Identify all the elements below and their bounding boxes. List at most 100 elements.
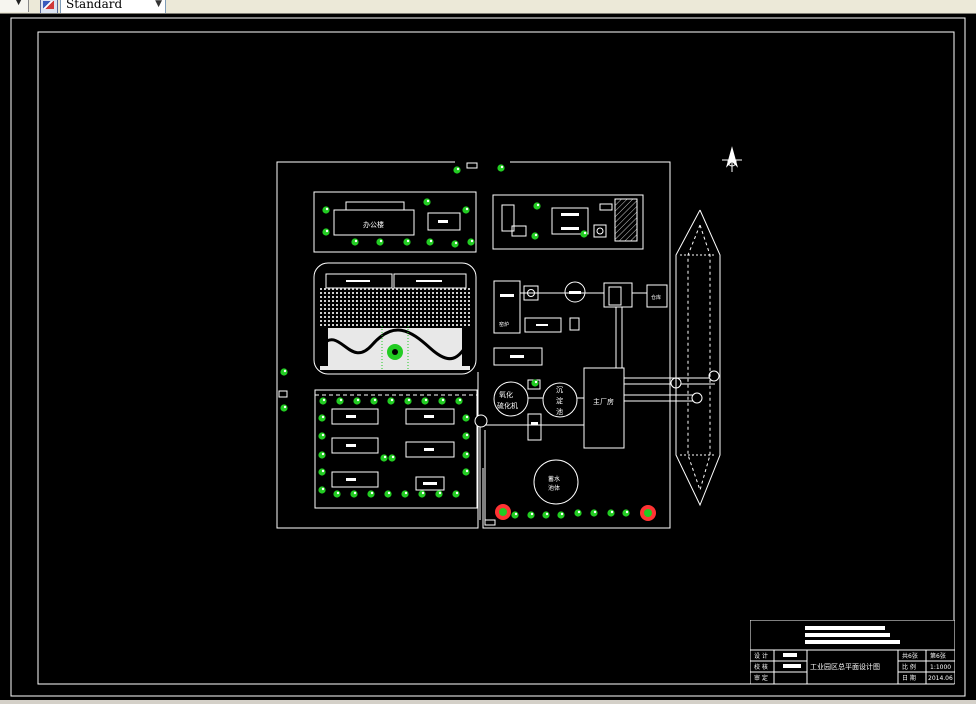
tree — [418, 490, 426, 498]
tree — [423, 198, 431, 206]
tree — [467, 238, 475, 246]
hatched-building — [614, 198, 638, 242]
tree — [542, 511, 550, 519]
tree — [462, 451, 470, 459]
text-style-combo[interactable]: Standard ▼ — [60, 0, 166, 13]
tree — [318, 486, 326, 494]
gate-markers — [278, 162, 496, 526]
annex-building — [427, 212, 461, 231]
tree — [388, 454, 396, 462]
tree-highlight — [325, 229, 329, 233]
tree-highlight — [356, 398, 360, 402]
tree-highlight — [534, 233, 538, 237]
tree-highlight — [321, 487, 325, 491]
site-boundary-east — [482, 161, 671, 529]
tree-highlight — [438, 491, 442, 495]
tree-highlight — [465, 415, 469, 419]
tree — [351, 238, 359, 246]
tree-highlight — [454, 241, 458, 245]
pipe-node-3 — [708, 370, 720, 382]
tree-highlight — [465, 469, 469, 473]
date-value: 2014.06 — [928, 675, 953, 682]
pipe-node-4 — [691, 392, 703, 404]
tree — [318, 432, 326, 440]
pipelines — [479, 292, 715, 520]
tree-highlight — [336, 491, 340, 495]
tree — [462, 432, 470, 440]
dorm-3 — [331, 437, 379, 454]
small-building — [524, 317, 562, 333]
tree-highlight — [321, 415, 325, 419]
flower-beds — [495, 504, 656, 521]
pool — [533, 459, 579, 505]
drawing-canvas[interactable]: 办公楼 窑炉 仓库 — [0, 14, 976, 700]
title-row-1: 设 计 — [754, 652, 768, 660]
tree-highlight — [321, 452, 325, 456]
equipment-b — [511, 225, 527, 237]
text-style-icon[interactable] — [40, 0, 58, 13]
tree-highlight — [583, 231, 587, 235]
dropdown-arrow-icon: ▼ — [15, 0, 22, 7]
tree-highlight — [465, 207, 469, 211]
tank-b-label-3: 池 — [556, 407, 563, 416]
tree — [462, 468, 470, 476]
flower-bed-center — [499, 508, 507, 516]
layer-dropdown-arrow[interactable]: ▼ — [0, 0, 29, 12]
site-boundary — [276, 161, 479, 529]
tree-highlight — [370, 491, 374, 495]
tree — [336, 397, 344, 405]
tree-highlight — [322, 398, 326, 402]
kiln-mark — [500, 294, 514, 297]
tree — [426, 238, 434, 246]
office-zone — [313, 191, 477, 253]
tree — [590, 509, 598, 517]
scale-value: 1:1000 — [930, 664, 951, 671]
control-room-mark — [531, 422, 538, 425]
tree — [511, 511, 519, 519]
fountain-center — [392, 349, 398, 355]
tree — [435, 490, 443, 498]
tree-highlight — [379, 239, 383, 243]
dorm-marks — [346, 415, 437, 485]
tree-highlight — [321, 469, 325, 473]
control-room — [527, 413, 542, 441]
dorm-5 — [331, 471, 379, 488]
warehouse-label: 仓库 — [651, 294, 661, 301]
garden-pavilion-right-mark — [416, 280, 442, 282]
tank-b — [542, 382, 578, 418]
tree — [607, 509, 615, 517]
warehouse-a — [551, 207, 589, 235]
tree-highlight — [577, 510, 581, 514]
tree — [280, 368, 288, 376]
garden-wall-left — [318, 326, 328, 366]
tree — [387, 397, 395, 405]
tree-highlight — [429, 239, 433, 243]
tree — [531, 379, 539, 387]
garden-wall-right — [462, 326, 472, 366]
title-row-3: 审 定 — [754, 674, 768, 682]
tree — [455, 397, 463, 405]
tree-highlight — [283, 369, 287, 373]
tree-highlight — [560, 512, 564, 516]
office-building-top — [345, 201, 405, 211]
sheet-number: 第6张 — [930, 652, 946, 660]
tree — [333, 490, 341, 498]
tree — [527, 511, 535, 519]
tree — [452, 490, 460, 498]
store-building — [493, 347, 543, 366]
tank-small — [564, 281, 586, 303]
tree — [367, 490, 375, 498]
tree-highlight — [325, 207, 329, 211]
flower-bed-center — [644, 509, 652, 517]
scale-label: 比 例 — [902, 663, 916, 671]
tree — [322, 228, 330, 236]
main-plant-label: 主厂房 — [593, 397, 614, 406]
tree-highlight — [426, 199, 430, 203]
tree — [384, 490, 392, 498]
kiln-label: 窑炉 — [499, 321, 509, 328]
small-building-mark — [536, 324, 548, 326]
pump-station — [603, 282, 633, 308]
tree — [622, 509, 630, 517]
tree — [531, 232, 539, 240]
tree — [453, 166, 461, 174]
